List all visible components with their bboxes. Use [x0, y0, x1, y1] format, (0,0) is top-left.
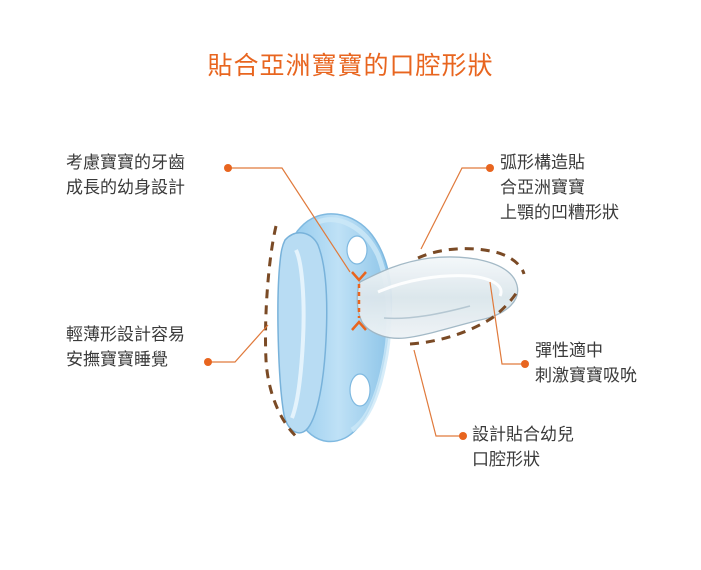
callout-elasticity: 彈性適中 刺激寶寶吸吮	[535, 339, 637, 389]
callout-arch-line3: 上顎的凹糟形狀	[500, 203, 619, 223]
callout-teeth-line2: 成長的幼身設計	[66, 178, 185, 198]
callout-mouth-line1: 設計貼合幼兒	[472, 425, 574, 445]
leader-dots	[204, 164, 529, 440]
page-title: 貼合亞洲寶寶的口腔形狀	[207, 51, 494, 80]
callout-thin-line1: 輕薄形設計容易	[66, 325, 185, 345]
callout-arch-structure: 弧形構造貼 合亞洲寶寶 上顎的凹糟形狀	[500, 151, 619, 226]
leader-lines	[208, 167, 525, 437]
upper-arch-outline	[417, 247, 526, 275]
callout-thin-design: 輕薄形設計容易 安撫寶寶睡覺	[66, 323, 185, 373]
callout-teeth-design: 考慮寶寶的牙齒 成長的幼身設計	[66, 151, 185, 201]
callout-arch-line2: 合亞洲寶寶	[500, 178, 585, 198]
lower-nipple-outline	[409, 289, 520, 346]
callout-arch-line1: 弧形構造貼	[500, 153, 585, 173]
dashed-outlines	[263, 225, 526, 442]
thickness-markers	[351, 271, 367, 331]
callout-elastic-line2: 刺激寶寶吸吮	[535, 366, 637, 386]
pacifier-nipple	[356, 256, 519, 339]
callout-mouth-shape: 設計貼合幼兒 口腔形狀	[472, 423, 574, 473]
pacifier-shield	[277, 213, 393, 443]
callout-elastic-line1: 彈性適中	[535, 341, 603, 361]
callout-mouth-line2: 口腔形狀	[472, 450, 540, 470]
callout-thin-line2: 安撫寶寶睡覺	[66, 350, 168, 370]
callout-teeth-line1: 考慮寶寶的牙齒	[66, 153, 185, 173]
